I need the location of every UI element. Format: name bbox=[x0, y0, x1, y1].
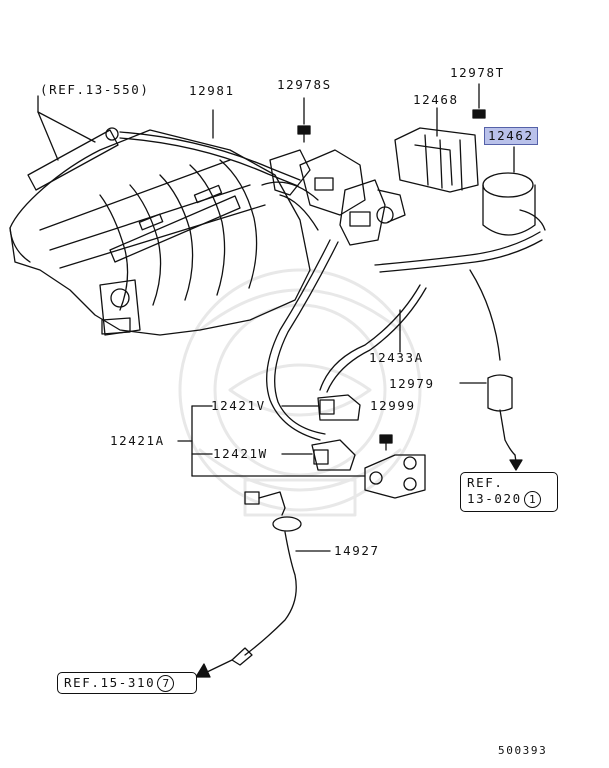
part-label-12462[interactable]: 12462 bbox=[484, 127, 538, 145]
part-label-12978t[interactable]: 12978T bbox=[450, 65, 505, 80]
diagram-number: 500393 bbox=[498, 744, 548, 757]
wiring-harness bbox=[266, 239, 339, 441]
circled-number: 7 bbox=[157, 675, 175, 692]
intake-manifold bbox=[9, 127, 311, 336]
ref-13-550-pointer bbox=[37, 95, 96, 161]
bracket-12979 bbox=[459, 374, 516, 456]
part-label-12999[interactable]: 12999 bbox=[370, 398, 416, 413]
vacuum-hose-12981 bbox=[119, 109, 301, 187]
part-label-12433a[interactable]: 12433A bbox=[369, 350, 424, 365]
arrow-ref-15-310 bbox=[195, 659, 233, 678]
part-label-12979[interactable]: 12979 bbox=[389, 376, 435, 391]
part-label-12421a[interactable]: 12421A bbox=[110, 433, 165, 448]
sensor-12421v bbox=[281, 394, 361, 421]
sensor-12421w bbox=[281, 439, 356, 471]
ref-label-13-550[interactable]: (REF.13-550) bbox=[40, 82, 150, 97]
ref-box-13-020-line1: REF. bbox=[467, 475, 504, 490]
part-label-12421w[interactable]: 12421W bbox=[213, 446, 268, 461]
bolt-12978t bbox=[472, 83, 486, 119]
circled-number: 1 bbox=[523, 491, 541, 508]
ref-box-15-310-code: REF.15-310 bbox=[64, 675, 156, 690]
ref-box-13-020-code: 13-020 bbox=[467, 491, 522, 506]
arrow-ref-13-020 bbox=[509, 454, 523, 471]
callout-12421a bbox=[177, 405, 366, 477]
canister-12462 bbox=[482, 146, 546, 236]
part-label-12421v[interactable]: 12421V bbox=[211, 398, 266, 413]
watermark-emblem bbox=[178, 268, 422, 517]
part-label-12981[interactable]: 12981 bbox=[189, 83, 235, 98]
bolt-12999 bbox=[379, 434, 393, 451]
sensor-bracket bbox=[364, 454, 426, 499]
part-label-12468[interactable]: 12468 bbox=[413, 92, 459, 107]
part-label-12978s[interactable]: 12978S bbox=[277, 77, 332, 92]
bracket-12468 bbox=[394, 107, 479, 193]
part-label-14927[interactable]: 14927 bbox=[334, 543, 380, 558]
solenoid-valve-cluster bbox=[261, 149, 406, 246]
bolt-12978s bbox=[297, 97, 311, 143]
hose-12433a bbox=[319, 231, 543, 393]
oxygen-sensor-14927 bbox=[231, 491, 331, 666]
